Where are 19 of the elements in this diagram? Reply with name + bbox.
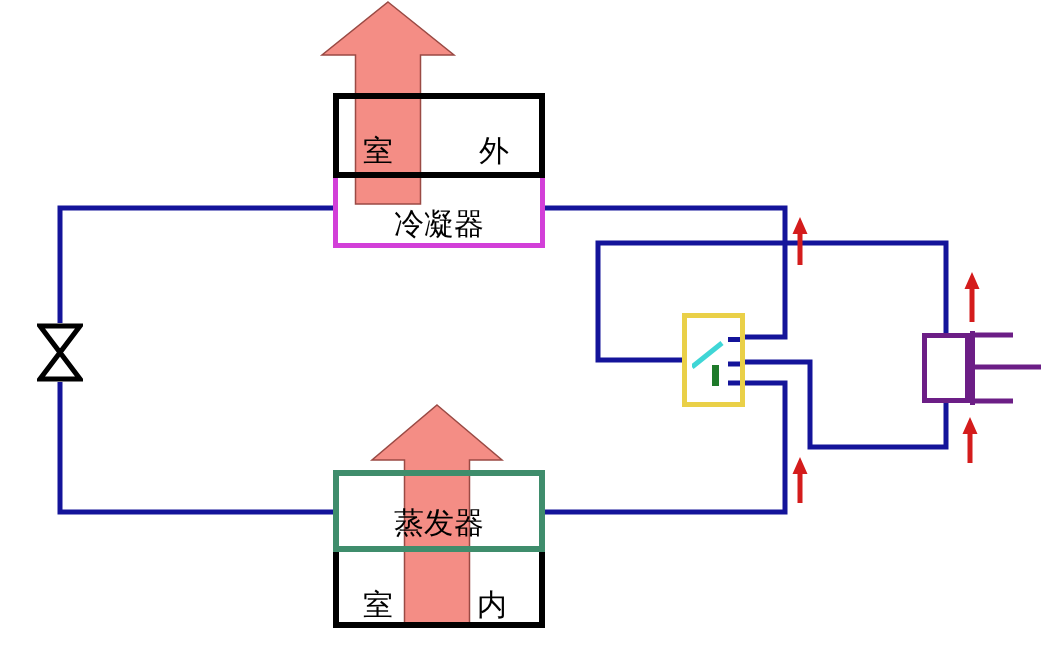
location-label: 内	[477, 590, 507, 620]
condenser-box	[333, 178, 545, 248]
four-way-valve-box	[682, 313, 745, 407]
component-label: 蒸发器	[394, 508, 484, 538]
indoor-frame	[333, 552, 545, 628]
evaporator-box	[333, 470, 545, 552]
pipe-line	[57, 382, 333, 515]
location-label: 室	[363, 590, 393, 620]
location-label: 室	[363, 136, 393, 166]
pipe-line	[545, 380, 788, 515]
expansion-valve-symbol	[37, 323, 83, 382]
component-label: 冷凝器	[394, 209, 484, 239]
pipe-line	[545, 205, 788, 340]
pipe-line	[57, 205, 333, 323]
compressor-box	[922, 333, 970, 403]
pipe-line	[745, 359, 949, 450]
outdoor-frame	[333, 93, 545, 178]
pipe-line	[595, 240, 949, 363]
location-label: 外	[479, 136, 509, 166]
